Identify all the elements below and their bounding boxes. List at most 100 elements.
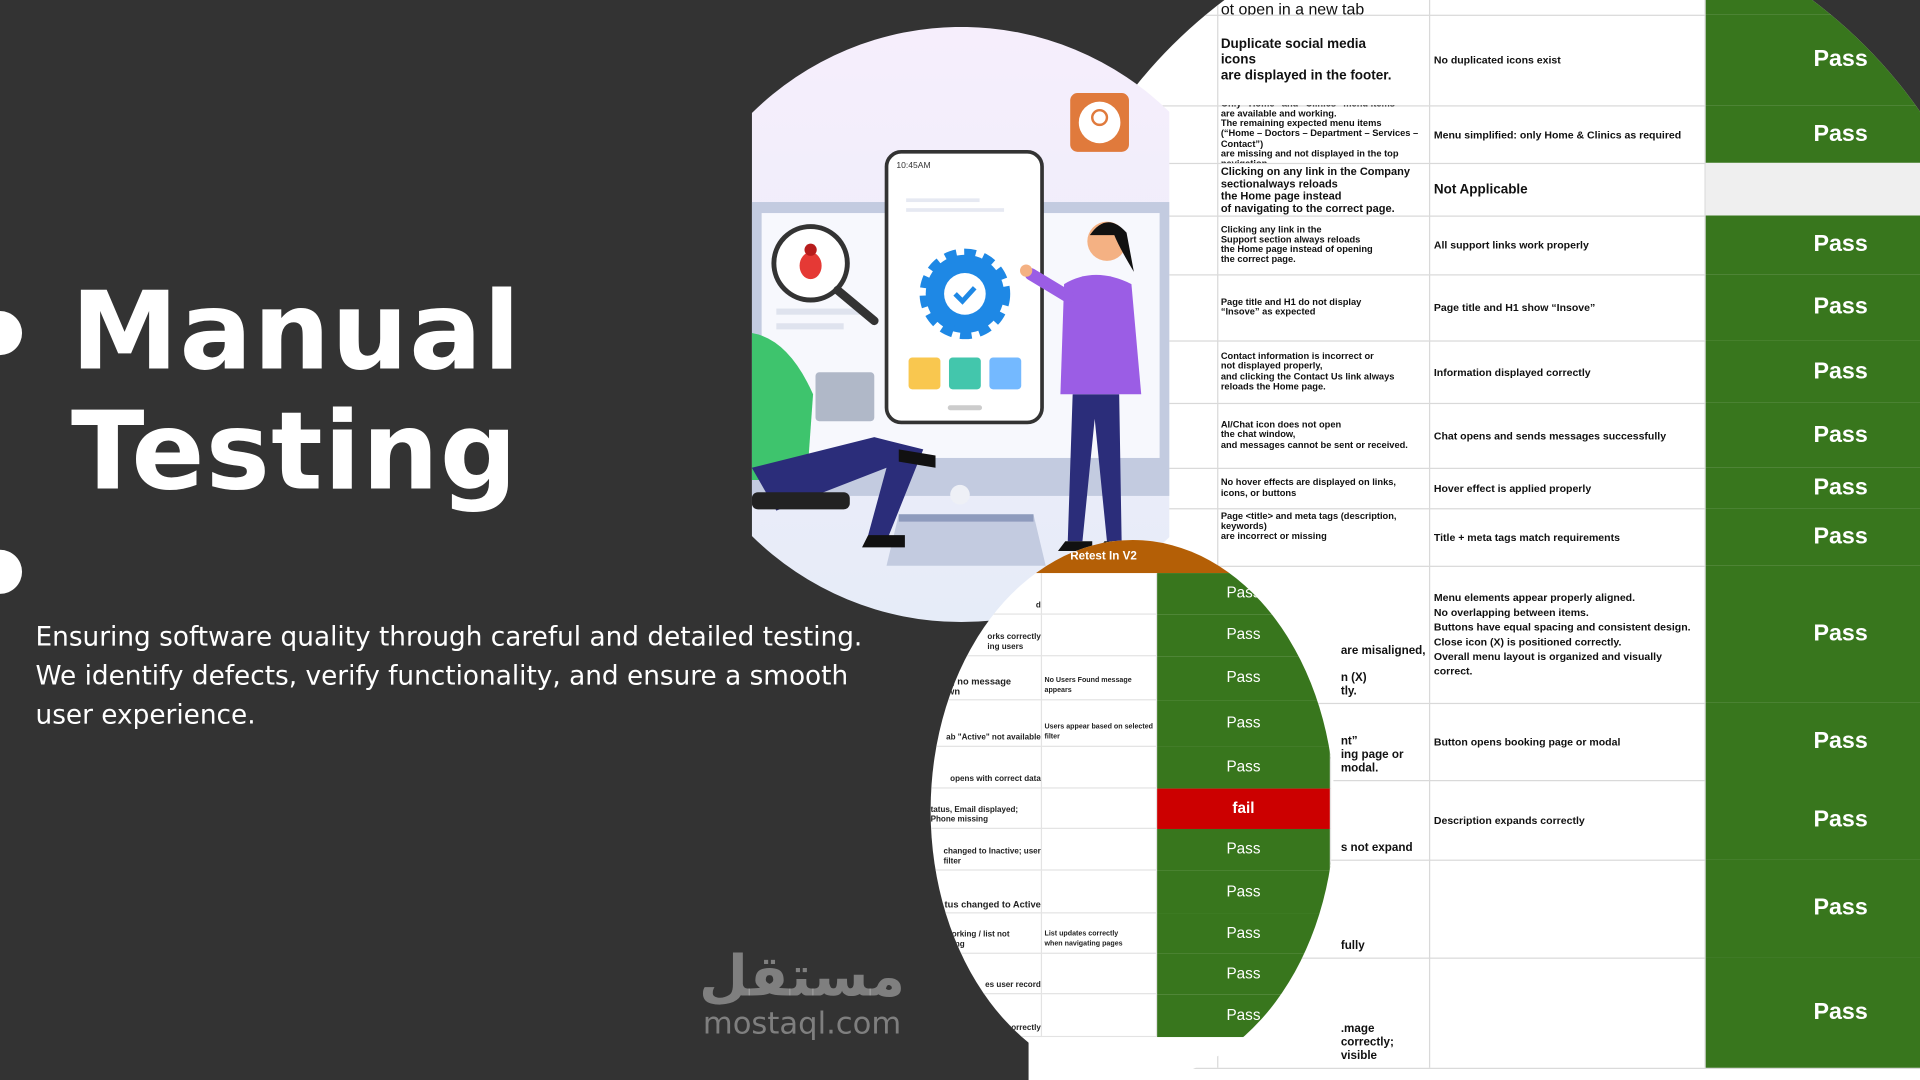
expected-result-cell (1430, 859, 1706, 958)
actual-result-cell: Clicking on any link in the Company sect… (1218, 162, 1431, 216)
status-badge: Pass (1705, 565, 1920, 703)
status-badge: Pass (1705, 467, 1920, 509)
status-badge (1705, 0, 1920, 15)
expected-result-cell: Title + meta tags match requirements (1430, 508, 1706, 566)
expected-result-cell: Hover effect is applied properly (1430, 467, 1706, 509)
actual-result-cell: opens with correct data (930, 746, 1043, 789)
actual-result-cell: No hover effects are displayed on links,… (1218, 467, 1431, 509)
actual-result-cell: Contact information is incorrect or not … (1218, 340, 1431, 403)
table-row: nt” ing page or modal.Button opens booki… (1151, 702, 1920, 782)
table-row: Page <title> and meta tags (description,… (1151, 508, 1920, 567)
title-line: Manual (71, 268, 522, 395)
expected-result-cell: Menu simplified: only Home & Clinics as … (1430, 105, 1706, 163)
retest-row: d correctly Pass (930, 994, 1335, 1038)
expected-result-cell: Chat opens and sends messages successful… (1430, 402, 1706, 468)
watermark-latin: mostaql.com (702, 1005, 902, 1041)
actual-result-cell: es user record (930, 953, 1043, 995)
actual-result-cell: fully (1218, 859, 1431, 958)
cell-blank (1151, 162, 1219, 216)
retest-row: tus changed to Active Pass (930, 870, 1335, 914)
status-badge (1705, 162, 1920, 216)
table-row: AI/Chat icon does not open the chat wind… (1151, 402, 1920, 469)
expected-result-cell: Button opens booking page or modal (1430, 702, 1706, 781)
bullet-dot (0, 549, 23, 594)
table-row: Clicking any link in the Support section… (1151, 215, 1920, 276)
table-row: are misaligned, n (X) tly.Menu elements … (1151, 565, 1920, 705)
expected-result-cell (1042, 573, 1158, 615)
expected-result-cell (1430, 957, 1706, 1068)
table-row: Duplicate social media icons are display… (1151, 14, 1920, 107)
expected-result-cell: Not Applicable (1430, 162, 1706, 216)
page-title: Manual Testing (71, 268, 522, 515)
phone-time: 10:45AM (896, 160, 930, 170)
description: Ensuring software quality through carefu… (35, 622, 863, 732)
title-line: Testing (71, 388, 519, 515)
actual-result-cell: .mage correctly; visible (1218, 957, 1431, 1068)
status-badge: Pass (1705, 702, 1920, 781)
status-badge: Pass (1157, 994, 1332, 1038)
table-row: Clicking on any link in the Company sect… (1151, 162, 1920, 217)
actual-result-cell: tus changed to Active (930, 870, 1043, 914)
cell-blank (1151, 508, 1219, 566)
retest-row: es user record Pass (930, 953, 1335, 995)
status-badge: Pass (1157, 614, 1332, 657)
cell-blank (1151, 0, 1219, 15)
cell-blank (1151, 274, 1219, 341)
actual-result-cell: changed to Inactive; user filter (930, 828, 1043, 871)
expected-result-cell (1042, 788, 1158, 829)
cell-blank (1151, 14, 1219, 106)
actual-result-cell: orks correctly ing users (930, 614, 1043, 657)
expected-result-cell: List updates correctly when navigating p… (1042, 913, 1158, 954)
expected-result-cell (1042, 994, 1158, 1038)
retest-row: orks correctly ing users Pass (930, 614, 1335, 657)
actual-result-cell: Duplicate social media icons are display… (1218, 14, 1431, 106)
expected-result-cell: No duplicated icons exist (1430, 14, 1706, 106)
expected-result-cell: Menu elements appear properly aligned. N… (1430, 565, 1706, 703)
gear-check-icon (919, 248, 1011, 340)
status-badge: Pass (1157, 573, 1332, 615)
retest-row: opens with correct data Pass (930, 746, 1335, 789)
status-badge: Pass (1157, 913, 1332, 954)
actual-result-cell: are misaligned, n (X) tly. (1218, 565, 1431, 703)
cell-blank (1151, 467, 1219, 509)
table-row: Only “Home” and “Clinics” menu items are… (1151, 105, 1920, 165)
actual-result-cell: ot open in a new tab (1218, 0, 1431, 15)
actual-result-cell: ab "Active" not available (930, 700, 1043, 747)
table-row: No hover effects are displayed on links,… (1151, 467, 1920, 510)
actual-result-cell: Only “Home” and “Clinics” menu items are… (1218, 105, 1431, 163)
retest-row: changed to Inactive; user filter Pass (930, 828, 1335, 871)
man-figure (751, 333, 936, 548)
cell-blank (1151, 215, 1219, 275)
status-badge: Pass (1157, 953, 1332, 995)
status-badge: Pass (1705, 340, 1920, 403)
table-row: Page title and H1 do not display “Insove… (1151, 274, 1920, 342)
expected-result-cell: Users appear based on selected filter (1042, 700, 1158, 747)
table-row: ot open in a new tab (1151, 0, 1920, 16)
status-badge: Pass (1705, 215, 1920, 275)
status-badge: fail (1157, 788, 1332, 829)
actual-result-cell: AI/Chat icon does not open the chat wind… (1218, 402, 1431, 468)
expected-result-cell (1042, 614, 1158, 657)
bullet-dot (0, 311, 23, 356)
status-badge: Pass (1157, 828, 1332, 871)
status-badge: Pass (1157, 870, 1332, 914)
expected-result-cell: Description expands correctly (1430, 780, 1706, 860)
expected-result-cell: No Users Found message appears (1042, 656, 1158, 701)
status-badge: Pass (1157, 746, 1332, 789)
actual-result-cell: Clicking any link in the Support section… (1218, 215, 1431, 275)
retest-row (930, 1037, 1335, 1080)
status-badge: Pass (1705, 402, 1920, 468)
status-badge: Pass (1705, 105, 1920, 163)
actual-result-cell: Page title and H1 do not display “Insove… (1218, 274, 1431, 341)
cell-blank (1151, 402, 1219, 468)
actual-result-cell: d correctly (930, 994, 1043, 1038)
actual-result-cell: not working / list not updating (930, 913, 1043, 954)
expected-result-cell: Page title and H1 show “Insove” (1430, 274, 1706, 341)
